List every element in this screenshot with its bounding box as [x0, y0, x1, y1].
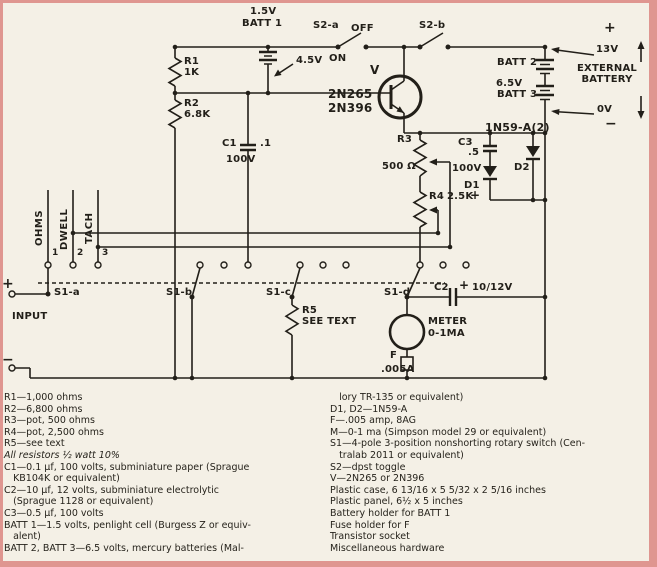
- d1-polarity-plus: +: [470, 188, 481, 202]
- fuse-label: F: [390, 350, 398, 361]
- external-minus-sign: −: [605, 116, 617, 132]
- input-minus-sign: −: [2, 352, 14, 368]
- input-label: INPUT: [12, 311, 48, 322]
- switch-s1d-label: S1-d: [384, 287, 411, 298]
- position-ohms-label: OHMS: [34, 209, 45, 246]
- d1-label: D1: [464, 180, 480, 191]
- potentiometer-r3-symbol: [412, 133, 451, 247]
- power-rails: [30, 46, 546, 379]
- diode-d2-symbol: [526, 133, 540, 200]
- batteries-2-3-symbol: [536, 58, 554, 101]
- switch-s1c-label: S1-c: [266, 287, 292, 298]
- contact-3-label: 3: [102, 248, 109, 258]
- transistor-v-label: V: [370, 63, 380, 77]
- r5-value-label: SEE TEXT: [302, 316, 357, 327]
- parts-left-capacitors-batteries: C1—0.1 μf, 100 volts, subminiature paper…: [4, 461, 251, 554]
- capacitor-c2-symbol: [407, 288, 545, 306]
- rotary-switch-s1-symbol: [38, 190, 470, 378]
- external-battery-label: EXTERNAL BATTERY: [577, 63, 637, 85]
- r3-value-label: 500 Ω: [382, 161, 416, 172]
- c2-value-label: 10/12V: [472, 282, 513, 293]
- voltage-13v-label: 13V: [596, 44, 619, 55]
- c1-value-label: .1: [260, 138, 272, 149]
- parts-right-items: lory TR-135 or equivalent) D1, D2—1N59-A…: [330, 392, 586, 554]
- meter-range-label: 0-1MA: [428, 328, 465, 339]
- voltage-pointer-arrows: [274, 41, 645, 119]
- voltage-65v-label: 6.5V: [496, 78, 523, 89]
- contact-2-label: 2: [77, 248, 84, 258]
- position-tach-label: TACH: [84, 212, 95, 245]
- c2-polarity-plus: +: [459, 278, 470, 292]
- parts-list-right-column: lory TR-135 or equivalent) D1, D2—1N59-A…: [330, 392, 654, 554]
- transistor-symbol: [377, 47, 423, 133]
- parts-left-resistor-note: All resistors ½ watt 10%: [4, 449, 120, 461]
- r3-label: R3: [397, 134, 413, 145]
- switch-s2a-label: S2-a: [313, 20, 339, 31]
- on-label: ON: [329, 53, 347, 64]
- c2-label: C2: [434, 282, 449, 293]
- resistor-r1-symbol: [167, 57, 183, 87]
- input-plus-sign: +: [2, 276, 14, 292]
- battery-1-symbol: [259, 47, 277, 93]
- schematic-linework: [8, 32, 645, 381]
- d2-label: D2: [514, 162, 530, 173]
- off-label: OFF: [351, 23, 374, 34]
- batt2-label: BATT 2: [497, 57, 538, 68]
- c3-label: C3: [458, 137, 473, 148]
- r2-label: R2: [184, 98, 200, 109]
- parts-left-resistors: R1—1,000 ohms R2—6,800 ohms R3—pot, 500 …: [4, 392, 105, 450]
- resistor-r2-symbol: [167, 99, 183, 129]
- potentiometer-r4-symbol: [412, 191, 439, 262]
- switch-s1b-label: S1-b: [166, 287, 193, 298]
- fuse-value-label: .005A: [381, 364, 415, 375]
- batt3-label: BATT 3: [497, 89, 538, 100]
- r1-label: R1: [184, 56, 200, 67]
- r4-value-label: 2.5K: [447, 191, 474, 202]
- c1-voltage-label: 100V: [226, 154, 256, 165]
- r4-label: R4: [429, 191, 445, 202]
- switch-s2b-label: S2-b: [419, 20, 446, 31]
- diode-d1-symbol: [483, 166, 497, 200]
- transistor-type1-label: 2N265: [328, 87, 373, 101]
- capacitor-c3-symbol: [483, 133, 497, 166]
- voltage-0v-label: 0V: [597, 104, 613, 115]
- resistor-r5-symbol: [284, 297, 300, 378]
- batt1-name-label: BATT 1: [242, 18, 283, 29]
- r2-value-label: 6.8K: [184, 109, 211, 120]
- parts-list-left-column: R1—1,000 ohms R2—6,800 ohms R3—pot, 500 …: [4, 392, 326, 554]
- contact-1-label: 1: [52, 248, 59, 258]
- c3-voltage-label: 100V: [452, 163, 482, 174]
- r1-value-label: 1K: [184, 67, 200, 78]
- external-plus-sign: +: [604, 20, 616, 36]
- batt1-voltage-label: 1.5V: [250, 6, 277, 17]
- junction-dots: [70, 44, 548, 381]
- transistor-type2-label: 2N396: [328, 101, 373, 115]
- voltage-45v-label: 4.5V: [296, 55, 323, 66]
- input-terminals: [8, 290, 48, 378]
- position-dwell-label: DWELL: [59, 208, 70, 250]
- interconnect-wires: [73, 132, 545, 248]
- diode-type-label: 1N59-A(2): [485, 121, 550, 134]
- c1-label: C1: [222, 138, 237, 149]
- toggle-switch-s2-symbol: [335, 32, 451, 50]
- capacitor-c1-symbol: [240, 93, 256, 262]
- r5-label: R5: [302, 305, 318, 316]
- meter-label: METER: [428, 316, 468, 327]
- c3-value-label: .5: [468, 147, 480, 158]
- switch-s1a-label: S1-a: [54, 287, 80, 298]
